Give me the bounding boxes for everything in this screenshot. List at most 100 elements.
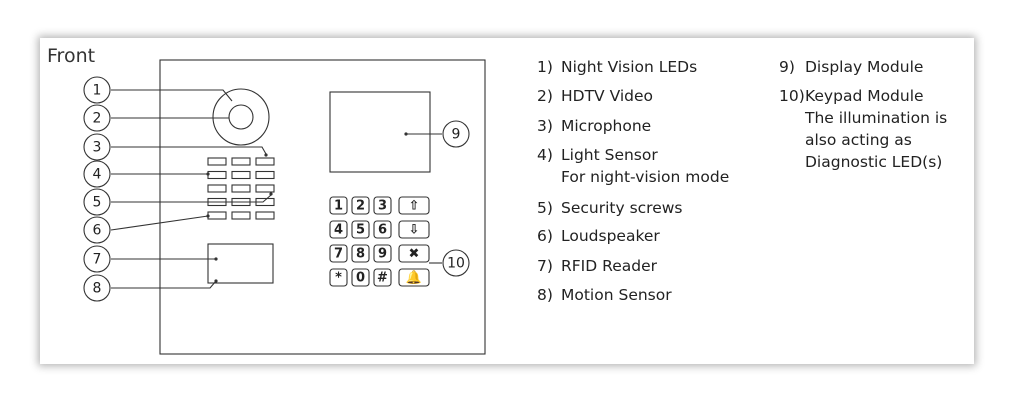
callout-circle [442, 249, 470, 277]
callout-circle [83, 133, 111, 161]
keypad-key [398, 220, 430, 239]
camera-ring [212, 88, 270, 146]
keypad-key [329, 244, 348, 263]
grille-slot [255, 184, 275, 193]
keypad-key [329, 196, 348, 215]
keypad-key [398, 244, 430, 263]
legend-item-number: 7) [537, 257, 553, 275]
callout-leader-line [111, 194, 272, 203]
keypad-key [373, 244, 392, 263]
callout-number: 8 [93, 281, 102, 297]
keypad-key-label: 2 [356, 199, 365, 214]
callout-number: 7 [93, 252, 102, 268]
keypad-key-label: 3 [378, 199, 387, 214]
callout-number: 2 [93, 111, 102, 127]
keypad-key-label: 0 [356, 271, 365, 286]
callout-leader-dot [206, 214, 210, 218]
legend-item-text: Microphone [561, 117, 651, 135]
legend-item-text: Motion Sensor [561, 286, 672, 304]
legend-item-number: 4) [537, 146, 553, 164]
keypad-key-label: 7 [334, 247, 343, 262]
keypad-key-label: 🔔 [406, 270, 422, 286]
callout-leader-line [111, 280, 217, 289]
callout-number: 10 [447, 256, 465, 272]
callout-circle [83, 274, 111, 302]
keypad-key [373, 268, 392, 287]
keypad-key [373, 220, 392, 239]
keypad-key-label: * [335, 271, 342, 286]
callout-number: 5 [93, 195, 102, 211]
legend-item-number: 5) [537, 199, 553, 217]
keypad-key-label: ⇧ [409, 199, 420, 214]
keypad-key-label: ⇩ [409, 223, 420, 238]
grille-slot [207, 184, 227, 193]
callout-leader-line [111, 146, 267, 155]
legend-item-text: Display Module [805, 58, 923, 76]
callout-number: 1 [93, 83, 102, 99]
legend-item-text: Loudspeaker [561, 227, 660, 245]
keypad-key-label: # [377, 271, 388, 286]
legend-item-number: 1) [537, 58, 553, 76]
keypad-key [398, 268, 430, 287]
keypad-key [351, 268, 370, 287]
callout-number: 4 [93, 167, 102, 183]
callout-number: 9 [452, 127, 461, 143]
legend-item-number: 8) [537, 286, 553, 304]
callout-circle [83, 188, 111, 216]
keypad-key [351, 244, 370, 263]
keypad-key-label: 6 [378, 223, 387, 238]
camera-lens [228, 104, 254, 130]
legend-item-number: 6) [537, 227, 553, 245]
keypad-key [329, 268, 348, 287]
rfid-reader-area [207, 243, 274, 284]
callout-number: 6 [93, 223, 102, 239]
callout-leader-dot [264, 153, 268, 157]
keypad-key-label: ✖ [409, 247, 420, 262]
grille-slot [207, 170, 227, 180]
legend-item-text: The illumination is [804, 109, 947, 127]
keypad-key-label: 1 [334, 199, 343, 214]
legend-item-text: HDTV Video [561, 87, 653, 105]
callout-circle [442, 120, 470, 148]
keypad-key-label: 8 [356, 247, 365, 262]
legend-item-number: 10) [779, 87, 805, 105]
keypad-key-label: 9 [378, 247, 387, 262]
callout-number: 3 [93, 140, 102, 156]
keypad-key-label: 4 [334, 223, 343, 238]
callout-circle [83, 160, 111, 188]
callout-leader-line [111, 89, 233, 102]
diagram-title: Front [47, 45, 95, 67]
legend-item-text: Light Sensor [561, 146, 658, 164]
callout-circle [83, 216, 111, 244]
grille-slot [255, 211, 275, 220]
callout-leader-line [110, 215, 209, 231]
grille-slot [231, 211, 251, 220]
grille-slot [231, 184, 251, 193]
grille-slot [207, 211, 227, 220]
callout-leader-dot [206, 172, 210, 176]
callout-leader-dot [404, 132, 408, 136]
legend-item-number: 9) [779, 58, 795, 76]
legend-item-text: Security screws [561, 199, 683, 217]
legend-item-number: 2) [537, 87, 553, 105]
keypad-key [351, 196, 370, 215]
callout-circle [83, 245, 111, 273]
legend-item-text: Keypad Module [805, 87, 924, 105]
grille-slot [231, 170, 251, 180]
grille-slot [255, 157, 275, 166]
keypad-key [351, 220, 370, 239]
callout-leader-dot [269, 192, 273, 196]
panel-outline [159, 59, 486, 355]
grille-slot [231, 157, 251, 166]
callout-leader-dot [214, 279, 218, 283]
legend-item-text: Night Vision LEDs [561, 58, 697, 76]
keypad-key [398, 196, 430, 215]
grille-slot [207, 157, 227, 166]
keypad-key [329, 220, 348, 239]
callout-leader-dot [214, 257, 218, 261]
